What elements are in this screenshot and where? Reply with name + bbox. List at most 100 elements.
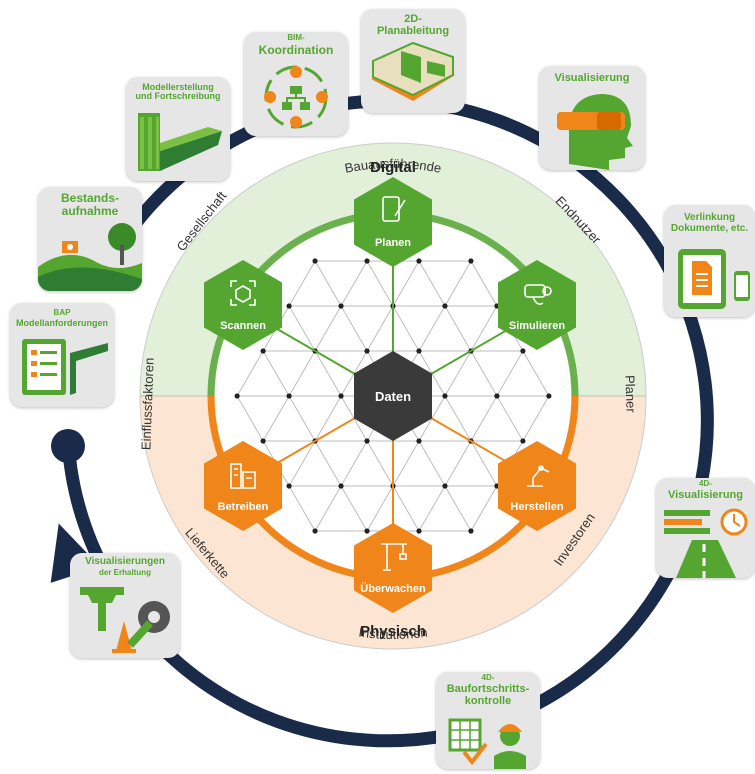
lattice-line — [470, 440, 498, 487]
hex-simulieren[interactable]: Simulieren — [498, 260, 576, 350]
hex-label: Herstellen — [510, 501, 563, 513]
lattice-line — [314, 395, 342, 442]
hex-label: Simulieren — [509, 320, 566, 332]
lattice-line — [444, 395, 472, 442]
card-modellerstellung[interactable]: Modellerstellung und Fortschreibung — [126, 77, 230, 181]
lattice-line — [366, 260, 394, 307]
hex-label: Betreiben — [218, 501, 269, 513]
card-title: 2D- Planableitung — [376, 13, 450, 37]
card-title: Modellanforderungen — [16, 318, 108, 328]
lattice-line — [288, 395, 316, 442]
lattice-line — [470, 305, 498, 352]
lattice-line — [392, 305, 420, 352]
card-title: Visualisierung — [554, 72, 630, 84]
lattice-line — [366, 305, 394, 352]
lattice-node — [364, 258, 370, 264]
survey-icon — [38, 223, 142, 291]
lattice-line — [288, 440, 316, 487]
lattice-node — [260, 348, 266, 354]
lattice-node — [442, 483, 448, 489]
hex-herstellen[interactable]: Herstellen — [498, 441, 576, 531]
ring-label-planer: Planer — [622, 375, 638, 414]
hex-ueberwachen[interactable]: Überwachen — [354, 523, 432, 613]
requirements-icon — [22, 339, 108, 395]
lattice-line — [288, 485, 316, 532]
card-title: Baufortschritts- kontrolle — [446, 683, 530, 707]
floorplan-icon — [371, 41, 455, 101]
lattice-node — [416, 438, 422, 444]
lattice-node — [442, 393, 448, 399]
card-title: Koordination — [258, 43, 334, 57]
lattice-line — [392, 485, 420, 532]
lattice-line — [418, 305, 446, 352]
robot-icon — [527, 465, 550, 487]
card-planableitung[interactable]: 2D- Planableitung — [361, 9, 465, 113]
lattice-node — [364, 438, 370, 444]
card-bim-koordination[interactable]: BIM- Koordination — [244, 32, 348, 136]
card-title: Modellerstellung und Fortschreibung — [135, 82, 221, 102]
lattice-line — [314, 305, 342, 352]
card-title: Bestands- aufnahme — [60, 191, 119, 218]
lattice-line — [418, 440, 446, 487]
card-small-title: 4D- — [481, 673, 495, 682]
lattice-line — [444, 305, 472, 352]
lattice-line — [522, 350, 550, 397]
hex-planen[interactable]: Planen — [354, 177, 432, 267]
lattice-line — [314, 440, 342, 487]
tablet-document-icon — [678, 249, 750, 309]
lattice-line — [444, 485, 472, 532]
lattice-line — [392, 260, 420, 307]
lattice-line — [340, 485, 368, 532]
lattice-line — [340, 305, 368, 352]
lattice-node — [286, 483, 292, 489]
tablet-icon — [382, 196, 406, 222]
card-bestandsaufnahme[interactable]: Bestands- aufnahme — [38, 187, 142, 291]
vr-icon — [524, 284, 552, 305]
hex-betreiben[interactable]: Betreiben — [204, 441, 282, 531]
card-4d-visualisierung[interactable]: 4D- Visualisierung — [656, 478, 755, 578]
lattice-line — [496, 395, 524, 442]
lattice-node — [338, 393, 344, 399]
lattice-line — [340, 260, 368, 307]
lattice-node — [338, 303, 344, 309]
lattice-node — [338, 483, 344, 489]
maintenance-icon — [80, 587, 170, 653]
lattice-line — [522, 395, 550, 442]
hex-label: Daten — [375, 389, 411, 404]
card-title: Verlinkung Dokumente, etc. — [670, 212, 749, 234]
digital-label: Digital — [370, 159, 416, 176]
ring-label-einfluss: Einflussfaktoren — [138, 357, 156, 450]
card-visualisierung[interactable]: Visualisierung — [539, 66, 645, 170]
ring-label-top: Bauausführende — [343, 156, 442, 176]
lattice-node — [286, 393, 292, 399]
lattice-line — [418, 485, 446, 532]
lattice-line — [392, 440, 420, 487]
lattice-line — [288, 350, 316, 397]
lattice-line — [262, 350, 290, 397]
lattice-line — [366, 440, 394, 487]
vr-headset-icon — [557, 94, 633, 170]
crane-icon — [381, 543, 407, 571]
hex-label: Scannen — [220, 320, 266, 332]
hex-scannen[interactable]: Scannen — [204, 260, 282, 350]
card-baufortschrittskontrolle[interactable]: 4D- Baufortschritts- kontrolle — [436, 672, 540, 769]
lattice-node — [234, 393, 240, 399]
lattice-line — [470, 260, 498, 307]
card-small-title: BAP — [53, 308, 71, 317]
lattice-line — [262, 395, 290, 442]
lattice-node — [364, 348, 370, 354]
lattice-line — [288, 260, 316, 307]
card-bap-modellanforderungen[interactable]: BAP Modellanforderungen — [10, 303, 114, 407]
lattice-line — [496, 350, 524, 397]
hex-shape — [204, 260, 282, 350]
hex-daten[interactable]: Daten — [354, 351, 432, 441]
card-title: Visualisierung — [668, 489, 743, 501]
hex-shape — [354, 351, 432, 441]
card-verlinkung[interactable]: Verlinkung Dokumente, etc. — [664, 205, 755, 317]
lattice-node — [468, 258, 474, 264]
lattice-line — [418, 260, 446, 307]
card-erhaltung[interactable]: Visualisierungen der Erhaltung — [70, 553, 180, 658]
card-small-title: BIM- — [287, 33, 305, 42]
ring-start-dot — [51, 429, 85, 463]
lattice-node — [520, 348, 526, 354]
